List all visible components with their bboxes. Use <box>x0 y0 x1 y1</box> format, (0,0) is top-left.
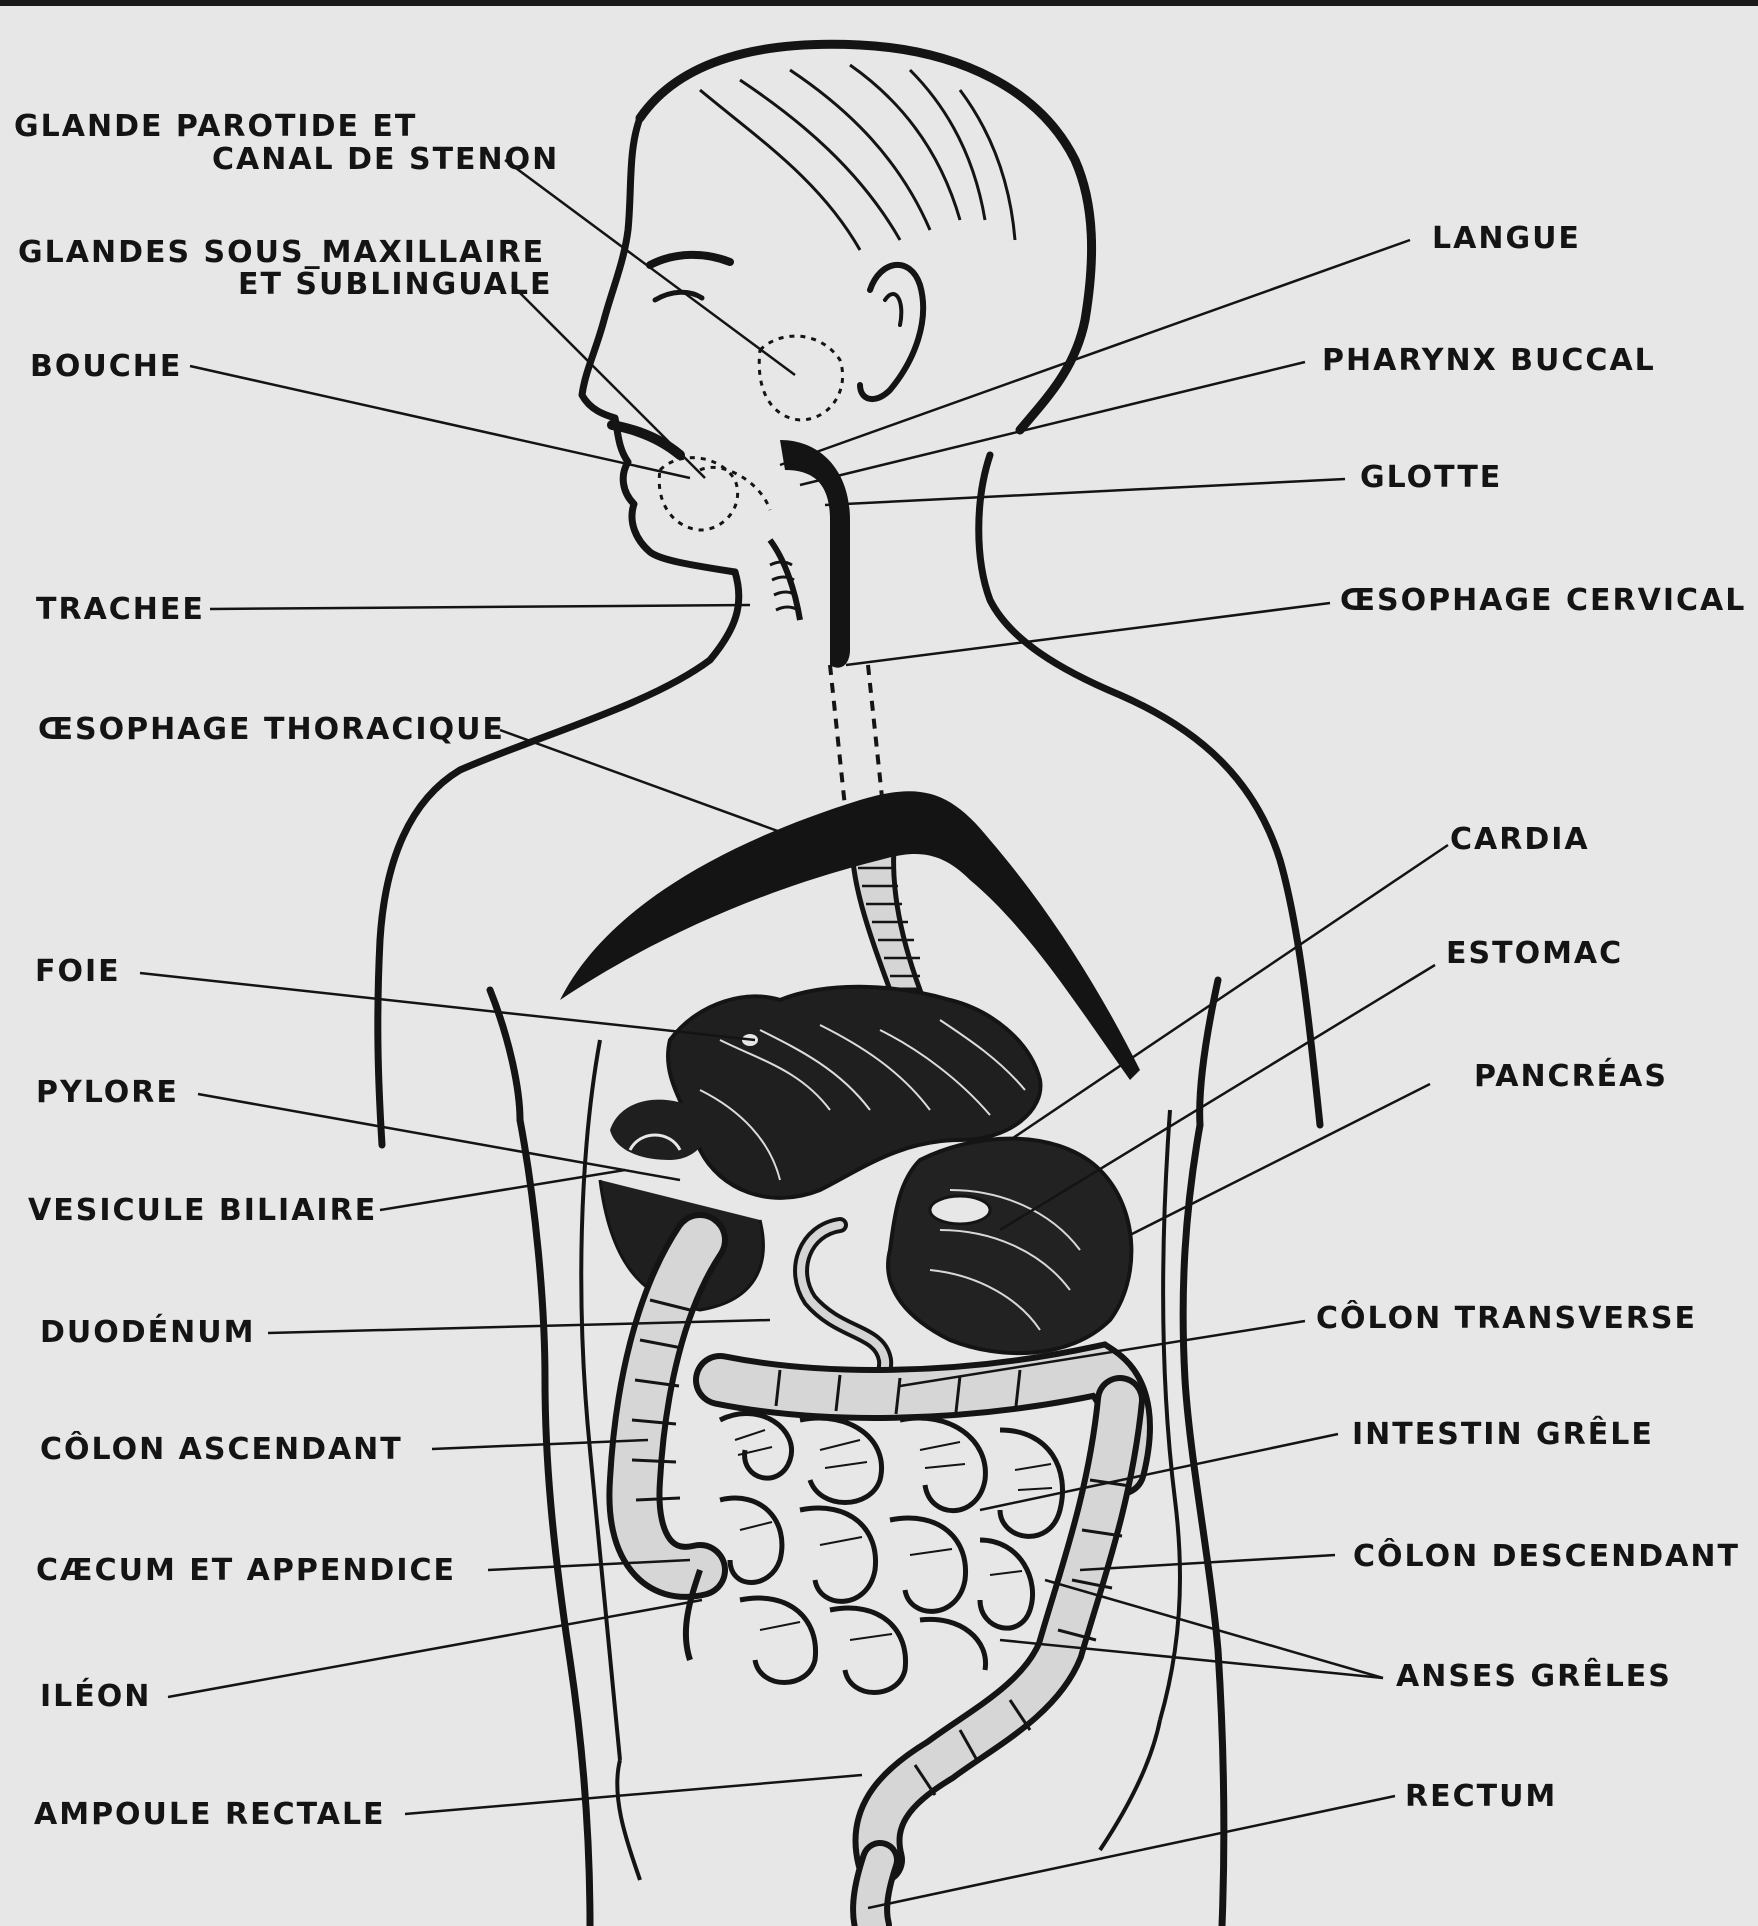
label-glande-parotide-line1: GLANDE PAROTIDE ET <box>14 111 417 143</box>
label-duodenum: DUODÉNUM <box>40 1317 255 1349</box>
gland-dotted-outlines <box>659 336 842 530</box>
label-colon-descendant: CÔLON DESCENDANT <box>1353 1541 1740 1573</box>
label-estomac: ESTOMAC <box>1446 938 1623 970</box>
label-glandes-sous-maxillaire-line1: GLANDES SOUS_MAXILLAIRE <box>18 237 545 269</box>
label-glandes-sous-maxillaire-line2: ET SUBLINGUALE <box>238 269 553 301</box>
label-pharynx-buccal: PHARYNX BUCCAL <box>1322 345 1656 377</box>
label-ampoule-rectale: AMPOULE RECTALE <box>34 1799 386 1831</box>
label-vesicule-biliaire: VESICULE BILIAIRE <box>28 1195 377 1227</box>
label-bouche: BOUCHE <box>30 351 182 383</box>
label-cardia: CARDIA <box>1450 824 1590 856</box>
label-pylore: PYLORE <box>36 1077 179 1109</box>
label-anses-greles: ANSES GRÊLES <box>1396 1661 1672 1693</box>
label-foie: FOIE <box>35 956 121 988</box>
label-pancreas: PANCRÉAS <box>1474 1061 1668 1093</box>
label-rectum: RECTUM <box>1405 1781 1557 1813</box>
oesophagus <box>770 440 920 990</box>
label-colon-ascendant: CÔLON ASCENDANT <box>40 1434 403 1466</box>
top-border <box>0 0 1758 6</box>
label-oesophage-cervical: ŒSOPHAGE CERVICAL <box>1340 585 1746 617</box>
label-colon-transverse: CÔLON TRANSVERSE <box>1316 1303 1697 1335</box>
small-intestine <box>720 1414 1063 1693</box>
label-langue: LANGUE <box>1432 223 1581 255</box>
hair-strokes <box>700 65 1015 250</box>
label-glotte: GLOTTE <box>1360 462 1502 494</box>
label-glande-parotide-line2: CANAL DE STENON <box>212 144 559 176</box>
label-intestin-grele: INTESTIN GRÊLE <box>1352 1419 1654 1451</box>
label-trachee: TRACHEE <box>36 594 205 626</box>
label-ileon: ILÉON <box>40 1681 151 1713</box>
label-oesophage-thoracique: ŒSOPHAGE THORACIQUE <box>38 714 505 746</box>
label-caecum-appendice: CÆCUM ET APPENDICE <box>36 1555 456 1587</box>
